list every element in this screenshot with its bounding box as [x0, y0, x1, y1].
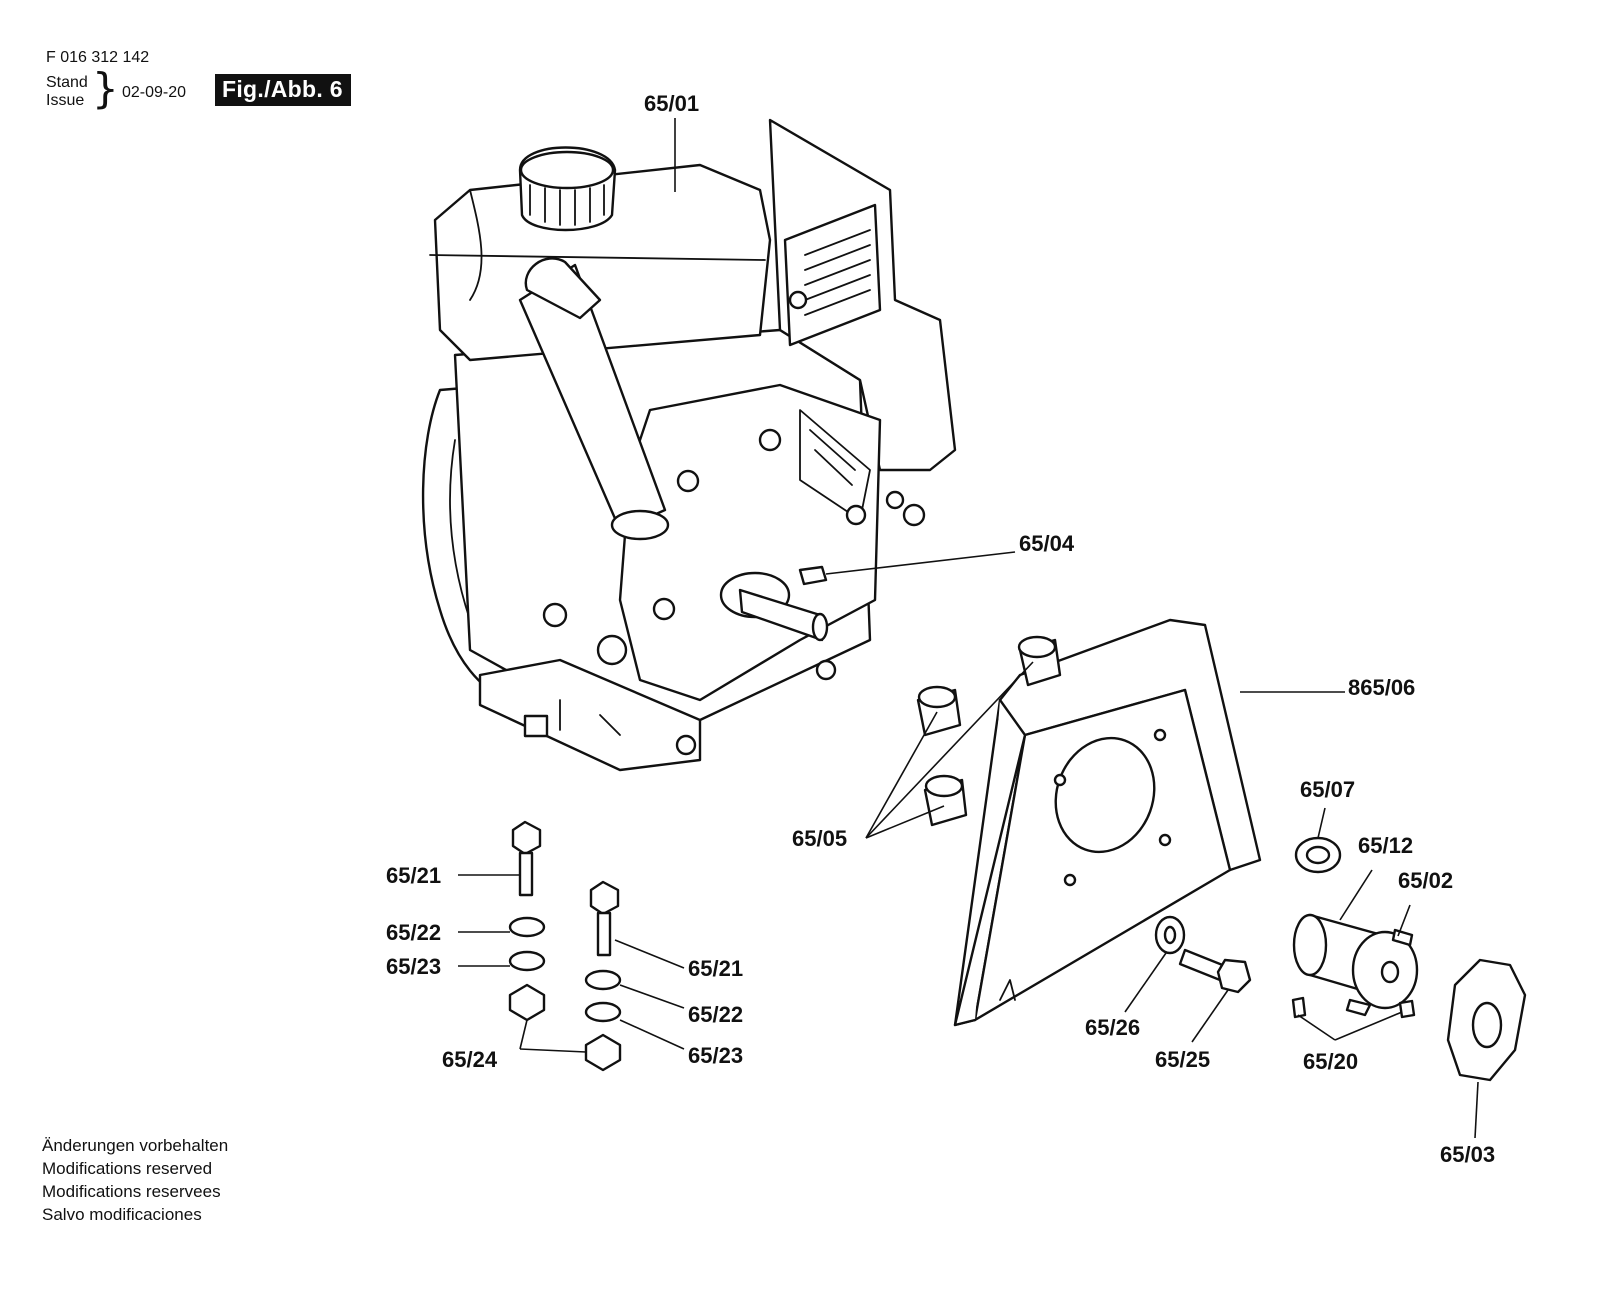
- stand-label: Stand: [46, 74, 88, 91]
- stand-issue-labels: Stand Issue: [46, 74, 88, 110]
- notice-line-es: Salvo modificaciones: [42, 1205, 202, 1224]
- label-65-21-right: 65/21: [688, 956, 743, 981]
- hub-assembly: [1292, 913, 1419, 1017]
- figure-badge: Fig./Abb. 6: [215, 74, 351, 106]
- brace-symbol: }: [92, 64, 119, 113]
- label-65-24: 65/24: [442, 1047, 498, 1072]
- label-65-22-left: 65/22: [386, 920, 441, 945]
- notice-line-fr: Modifications reservees: [42, 1182, 221, 1201]
- leader-lines: [458, 118, 1479, 1139]
- document-number: F 016 312 142: [46, 49, 150, 66]
- bearing: [1294, 836, 1342, 874]
- label-65-23-right: 65/23: [688, 1043, 743, 1068]
- issue-date: 02-09-20: [122, 84, 187, 101]
- label-65-05: 65/05: [792, 826, 847, 851]
- notice-line-en: Modifications reserved: [42, 1159, 213, 1178]
- castle-nut: [1446, 958, 1527, 1082]
- label-65-26: 65/26: [1085, 1015, 1140, 1040]
- label-65-03: 65/03: [1440, 1142, 1495, 1167]
- shield-plate: [953, 618, 1262, 1027]
- label-65-02: 65/02: [1398, 868, 1453, 893]
- spacers: [916, 635, 1062, 827]
- label-65-07: 65/07: [1300, 777, 1355, 802]
- part-labels: 65/01 65/04 865/06 65/05 65/07 65/12 65/…: [386, 91, 1495, 1167]
- washer-and-bolt: [1154, 915, 1252, 994]
- label-65-23-left: 65/23: [386, 954, 441, 979]
- label-65-20: 65/20: [1303, 1049, 1358, 1074]
- label-65-25: 65/25: [1155, 1047, 1210, 1072]
- modifications-notice: Änderungen vorbehalten Modifications res…: [42, 1134, 228, 1226]
- fastener-set: [508, 820, 622, 1072]
- notice-line-de: Änderungen vorbehalten: [42, 1136, 229, 1155]
- engine-assembly: [421, 118, 957, 772]
- label-65-22-right: 65/22: [688, 1002, 743, 1027]
- label-65-01: 65/01: [644, 91, 699, 116]
- label-65-04: 65/04: [1019, 531, 1075, 556]
- label-65-21-left: 65/21: [386, 863, 441, 888]
- label-865-06: 865/06: [1348, 675, 1415, 700]
- issue-label: Issue: [46, 92, 85, 109]
- label-65-12: 65/12: [1358, 833, 1413, 858]
